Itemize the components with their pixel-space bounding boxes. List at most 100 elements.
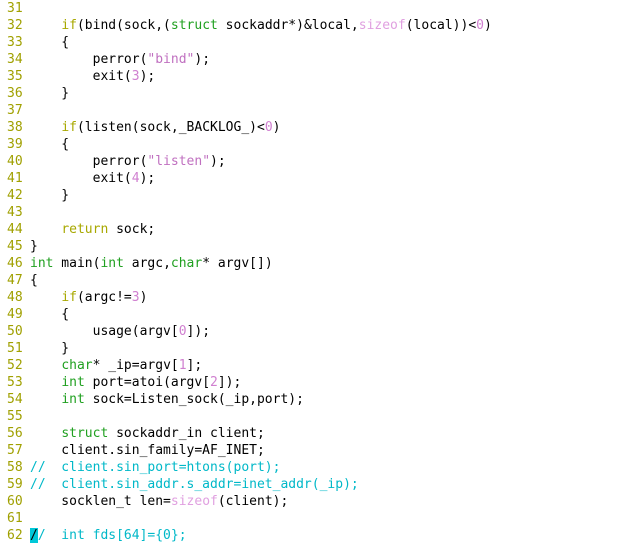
line-number: 53 [7,375,23,390]
code-line[interactable]: 62 // int fds[64]={0}; [0,527,626,544]
line-number: 49 [7,307,23,322]
line-number: 42 [7,188,23,203]
code-text: exit(3); [30,68,156,85]
code-token-keyword: return [61,222,109,237]
code-token-sizeof: sizeof [170,494,218,509]
code-token-plain: ]); [186,324,211,339]
code-token-plain: ); [194,52,211,67]
code-text: // client.sin_port=htons(port); [30,459,280,476]
code-token-plain: argc, [123,256,171,271]
code-token-plain: } [30,239,38,254]
code-line[interactable]: 41 exit(4); [0,170,626,187]
line-number: 47 [7,273,23,288]
code-line[interactable]: 50 usage(argv[0]); [0,323,626,340]
code-line[interactable]: 38 if(listen(sock,_BACKLOG_)<0) [0,119,626,136]
code-line[interactable]: 52 char* _ip=argv[1]; [0,357,626,374]
code-token-string: "bind" [147,52,195,67]
code-token-plain: ]); [217,375,242,390]
code-token-plain: * _ip=argv[ [92,358,179,373]
code-line[interactable]: 34 perror("bind"); [0,51,626,68]
code-token-plain: ]; [186,358,203,373]
code-line[interactable]: 45} [0,238,626,255]
code-line[interactable]: 42 } [0,187,626,204]
code-line[interactable]: 40 perror("listen"); [0,153,626,170]
code-token-plain [30,375,61,390]
code-text: // int fds[64]={0}; [30,527,187,544]
line-number: 43 [7,205,23,220]
code-line[interactable]: 54 int sock=Listen_sock(_ip,port); [0,391,626,408]
line-number: 46 [7,256,23,271]
code-token-plain: (client); [217,494,289,509]
code-token-plain: port=atoi(argv[ [84,375,211,390]
code-line[interactable]: 35 exit(3); [0,68,626,85]
code-line[interactable]: 47{ [0,272,626,289]
line-number: 38 [7,120,23,135]
code-line[interactable]: 39 { [0,136,626,153]
code-token-plain [30,290,61,305]
code-token-type: int [61,375,85,390]
code-line[interactable]: 59// client.sin_addr.s_addr=inet_addr(_i… [0,476,626,493]
code-token-plain: } [30,86,70,101]
code-line[interactable]: 61 [0,510,626,527]
code-token-type: int [61,392,85,407]
code-line[interactable]: 53 int port=atoi(argv[2]); [0,374,626,391]
code-token-plain: ); [210,154,226,169]
code-token-type: struct [61,426,109,441]
code-token-number: 3 [131,290,140,305]
line-number: 50 [7,324,23,339]
code-token-keyword: if [61,18,77,33]
code-line[interactable]: 44 return sock; [0,221,626,238]
code-line[interactable]: 48 if(argc!=3) [0,289,626,306]
code-line[interactable]: 43 [0,204,626,221]
code-token-number: 3 [131,69,140,84]
code-text: if(bind(sock,(struct sockaddr*)&local,si… [30,17,492,34]
code-token-plain: client.sin_family=AF_INET; [30,443,265,458]
code-token-plain [30,358,61,373]
code-text: } [30,340,69,357]
code-text: usage(argv[0]); [30,323,210,340]
code-line[interactable]: 58// client.sin_port=htons(port); [0,459,626,476]
code-line[interactable]: 49 { [0,306,626,323]
code-token-number: 0 [178,324,187,339]
line-number: 36 [7,86,23,101]
code-line[interactable]: 36 } [0,85,626,102]
line-number: 62 [7,528,23,543]
code-line[interactable]: 31 [0,0,626,17]
code-token-plain: ) [139,290,148,305]
code-text: client.sin_family=AF_INET; [30,442,265,459]
line-number: 34 [7,52,23,67]
code-token-sizeof: sizeof [358,18,406,33]
code-text: if(listen(sock,_BACKLOG_)<0) [30,119,280,136]
code-token-plain: ); [139,171,156,186]
line-number: 60 [7,494,23,509]
code-token-keyword: if [61,120,77,135]
code-token-plain: { [30,137,70,152]
code-line[interactable]: 60 socklen_t len=sizeof(client); [0,493,626,510]
code-line[interactable]: 51 } [0,340,626,357]
line-number: 61 [7,511,23,526]
line-number: 52 [7,358,23,373]
code-line[interactable]: 32 if(bind(sock,(struct sockaddr*)&local… [0,17,626,34]
line-number: 41 [7,171,23,186]
code-line[interactable]: 33 { [0,34,626,51]
code-text: { [30,34,69,51]
line-number: 59 [7,477,23,492]
code-token-plain: exit( [30,69,132,84]
code-token-type: char [61,358,93,373]
code-text: } [30,238,38,255]
code-line[interactable]: 37 [0,102,626,119]
code-token-number: 2 [210,375,218,390]
code-token-number: 0 [264,120,273,135]
line-number: 44 [7,222,23,237]
code-line[interactable]: 56 struct sockaddr_in client; [0,425,626,442]
code-line[interactable]: 55 [0,408,626,425]
line-number: 45 [7,239,23,254]
code-token-plain: perror( [30,52,148,67]
code-token-plain [30,426,61,441]
code-line[interactable]: 57 client.sin_family=AF_INET; [0,442,626,459]
code-token-plain [30,18,61,33]
code-token-plain: sockaddr*)&local, [217,18,359,33]
code-token-plain: * argv[]) [202,256,273,271]
